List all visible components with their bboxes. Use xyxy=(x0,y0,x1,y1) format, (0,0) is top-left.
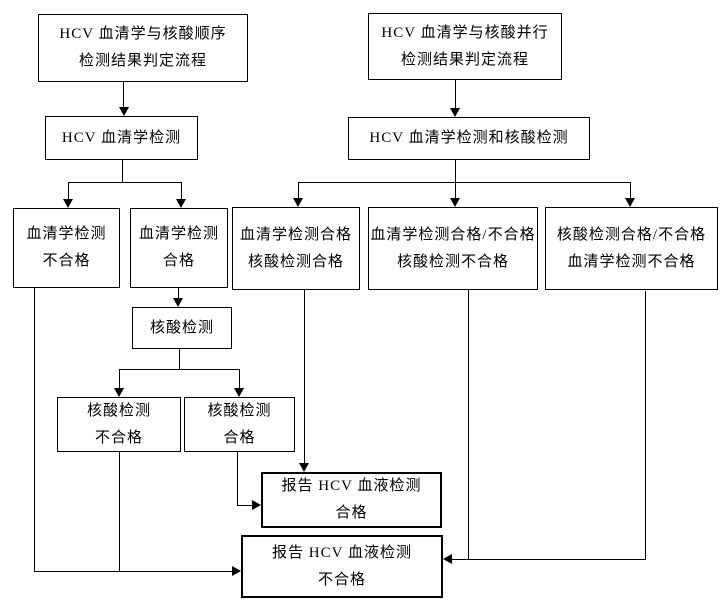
box-serology-fail: 血清学检测 不合格 xyxy=(13,208,120,288)
box-nat-fail: 核酸检测 不合格 xyxy=(57,397,181,452)
connector-to-both-pass xyxy=(298,182,299,198)
arrowhead-icon xyxy=(299,463,309,472)
connector-bothpass-report xyxy=(304,290,305,463)
arrowhead-icon xyxy=(443,554,452,564)
connector-reportfail-right-bar xyxy=(452,559,646,560)
connector-to-nat-pass xyxy=(239,369,240,388)
box-combined-test: HCV 血清学检测和核酸检测 xyxy=(348,117,590,160)
box-serology-pass: 血清学检测 合格 xyxy=(130,208,228,288)
connector-seropass-nat xyxy=(178,288,179,298)
connector-to-sero-fail xyxy=(68,182,69,199)
connector-natpass-report-v xyxy=(237,452,238,506)
box-nat-test: 核酸检测 xyxy=(132,307,232,349)
connector-serology-split-stub xyxy=(122,160,123,182)
connector-nat-split-bar xyxy=(119,369,240,370)
connector-combined-split-stub xyxy=(455,160,456,182)
box-right-flow-title: HCV 血清学与核酸并行 检测结果判定流程 xyxy=(368,13,562,80)
arrowhead-icon xyxy=(119,107,129,116)
connector-to-parallel-natfail xyxy=(455,182,456,198)
arrowhead-icon xyxy=(252,500,261,510)
connector-ltitle-serology xyxy=(123,82,124,107)
connector-to-sero-pass xyxy=(181,182,182,199)
box-both-pass: 血清学检测合格 核酸检测合格 xyxy=(232,207,360,290)
connector-natfail-report xyxy=(119,452,120,572)
box-left-flow-title: HCV 血清学与核酸顺序 检测结果判定流程 xyxy=(38,14,248,82)
box-serology-test: HCV 血清学检测 xyxy=(45,116,198,160)
arrowhead-icon xyxy=(173,298,183,307)
arrowhead-icon xyxy=(293,198,303,207)
connector-to-parallel-serofail xyxy=(630,182,631,198)
box-parallel-serology-fail: 核酸检测合格/不合格 血清学检测不合格 xyxy=(545,207,718,290)
box-nat-pass: 核酸检测 合格 xyxy=(184,397,295,452)
connector-parallel-serofail-report xyxy=(645,291,646,560)
arrowhead-icon xyxy=(450,108,460,117)
arrowhead-icon xyxy=(114,388,124,397)
connector-serofail-report xyxy=(34,288,35,572)
arrowhead-icon xyxy=(625,198,635,207)
connector-to-nat-fail xyxy=(119,369,120,388)
connector-natpass-report-h xyxy=(237,505,252,506)
arrowhead-icon xyxy=(63,199,73,208)
connector-combined-split-bar xyxy=(298,182,631,183)
arrowhead-icon xyxy=(450,198,460,207)
arrowhead-icon xyxy=(234,388,244,397)
connector-reportfail-left-bar xyxy=(34,571,232,572)
box-report-pass: 报告 HCV 血液检测 合格 xyxy=(261,472,442,528)
connector-serology-split-bar xyxy=(68,182,182,183)
box-report-fail: 报告 HCV 血液检测 不合格 xyxy=(241,535,443,598)
connector-rtitle-combined xyxy=(455,80,456,108)
box-parallel-nat-fail: 血清学检测合格/不合格 核酸检测不合格 xyxy=(368,207,538,290)
arrowhead-icon xyxy=(232,566,241,576)
connector-parallel-natfail-report xyxy=(468,290,469,559)
connector-nat-split-stub xyxy=(179,349,180,369)
arrowhead-icon xyxy=(176,199,186,208)
